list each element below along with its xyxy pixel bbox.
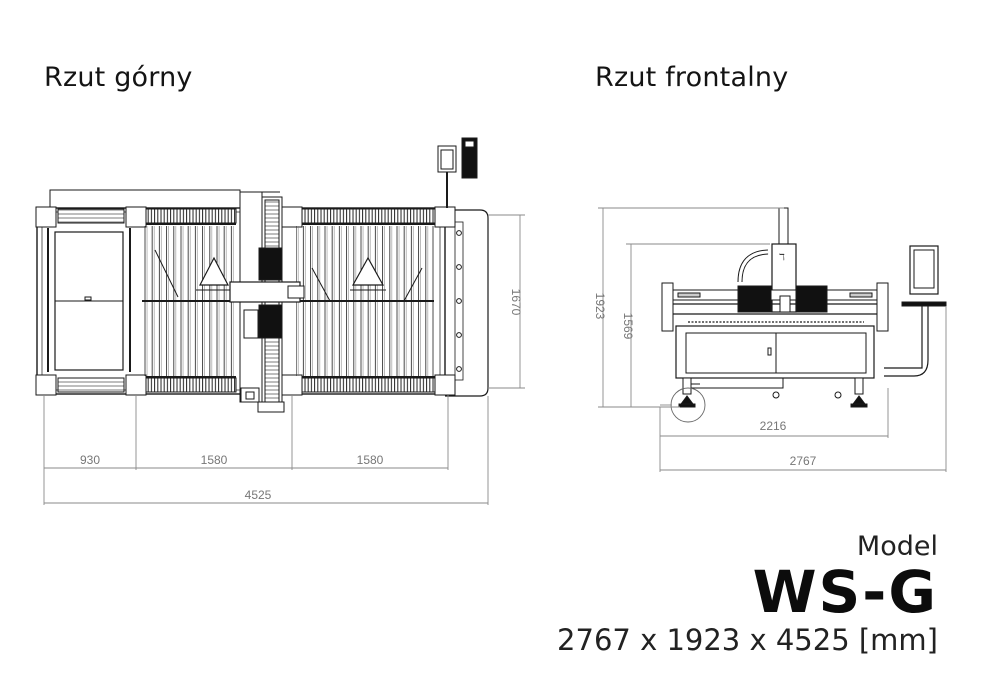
model-info: Model WS-G 2767 x 1923 x 4525 [mm] — [557, 530, 938, 660]
front-view-drawing: ℸ — [661, 207, 947, 423]
dim-1923: 1923 — [593, 293, 607, 320]
top-view-drawing — [35, 137, 489, 413]
dim-4525: 4525 — [245, 488, 272, 502]
dim-2767: 2767 — [790, 454, 817, 468]
front-view-dimension-lines — [598, 207, 947, 472]
dim-1580-a: 1580 — [201, 453, 228, 467]
top-view-dimension-lines — [43, 214, 525, 505]
front-view-title: Rzut frontalny — [595, 62, 789, 93]
dim-1569: 1569 — [621, 313, 635, 340]
top-view-title: Rzut górny — [44, 62, 193, 93]
dim-1670: 1670 — [509, 289, 523, 316]
model-overall-dimensions: 2767 x 1923 x 4525 [mm] — [557, 623, 938, 657]
model-label: Model — [856, 531, 938, 562]
svg-text:ℸ: ℸ — [779, 253, 785, 263]
dim-1580-b: 1580 — [357, 453, 384, 467]
dim-930: 930 — [80, 453, 100, 467]
model-name: WS-G — [752, 558, 938, 626]
dim-2216: 2216 — [760, 419, 787, 433]
